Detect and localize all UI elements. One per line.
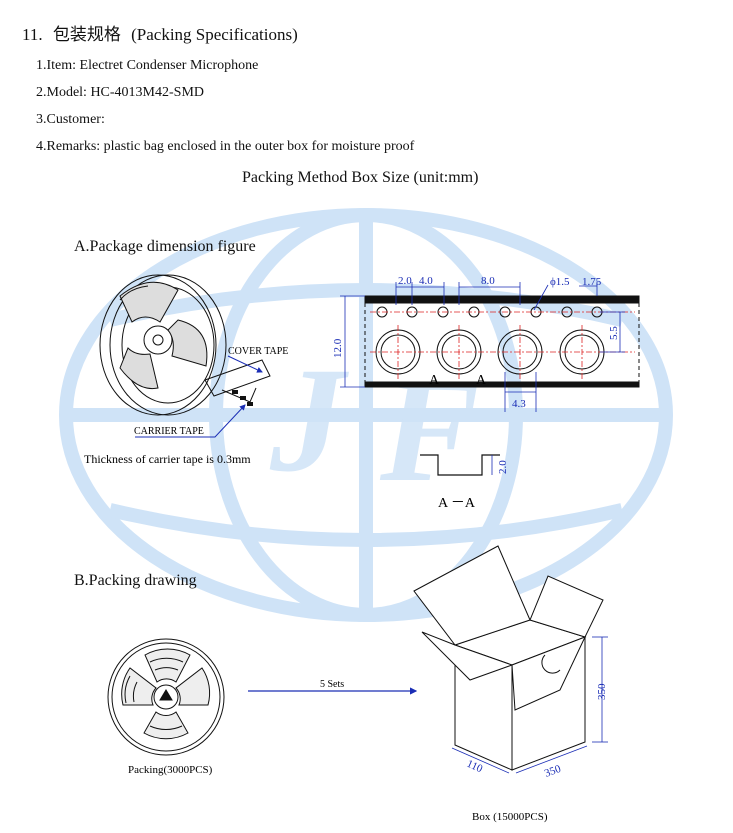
dim-depth: 2.0 — [497, 460, 509, 474]
cover-tape-label: COVER TAPE — [228, 346, 288, 357]
customer-line: 3.Customer: — [36, 112, 105, 127]
heading-cn: 包装规格 — [52, 25, 121, 45]
section-b-title: B.Packing drawing — [74, 572, 197, 589]
dim-pitch-4: 4.0 — [419, 275, 433, 287]
page-subtitle: Packing Method Box Size (unit:mm) — [242, 169, 479, 186]
dim-pocket: 4.3 — [512, 398, 526, 410]
svg-text:J: J — [269, 337, 349, 503]
carrier-tape-label: CARRIER TAPE — [134, 426, 204, 437]
dim-edge: 1.75 — [582, 276, 602, 288]
packing-reel — [107, 638, 225, 756]
carrier-tape-pockets — [232, 390, 253, 406]
dim-hole-dia: ϕ1.5 — [550, 276, 570, 288]
dim-tape-width: 12.0 — [332, 338, 344, 358]
box-width-dim: 110 — [465, 758, 485, 776]
center-lines — [370, 311, 635, 380]
cut-mark-left: A — [429, 373, 440, 388]
tape-drawing — [364, 295, 640, 388]
reel-drawing — [99, 274, 271, 416]
section-label: A －A — [438, 496, 476, 511]
dimension-lines — [340, 282, 625, 412]
box-caption: Box (15000PCS) — [472, 811, 548, 823]
thickness-note: Thickness of carrier tape is 0.3mm — [84, 452, 251, 466]
shipping-box — [413, 545, 604, 771]
box-height-dim: 350 — [596, 683, 608, 700]
carrier-tape-leader — [135, 404, 246, 438]
section-a-title: A.Package dimension figure — [74, 238, 256, 255]
heading-number: 11. — [22, 25, 43, 44]
remarks-line: 4.Remarks: plastic bag enclosed in the o… — [36, 139, 415, 154]
cover-tape-leader — [227, 355, 263, 373]
dim-hole-offset: 5.5 — [608, 326, 620, 340]
section-heading: 11. 包装规格 (Packing Specifications) — [22, 20, 298, 45]
dim-pitch-2: 2.0 — [398, 275, 412, 287]
model-line: 2.Model: HC-4013M42-SMD — [36, 85, 205, 100]
reel-caption: Packing(3000PCS) — [128, 764, 213, 776]
svg-text:F: F — [379, 347, 480, 513]
cut-mark-right: A — [476, 373, 487, 388]
sets-label: 5 Sets — [320, 679, 344, 690]
item-line: 1.Item: Electret Condenser Microphone — [36, 58, 259, 73]
box-dimension-lines — [451, 636, 608, 774]
cross-section-profile — [420, 454, 500, 476]
dim-pitch-8: 8.0 — [481, 275, 495, 287]
box-depth-dim: 350 — [543, 763, 563, 780]
heading-en: (Packing Specifications) — [131, 25, 298, 44]
